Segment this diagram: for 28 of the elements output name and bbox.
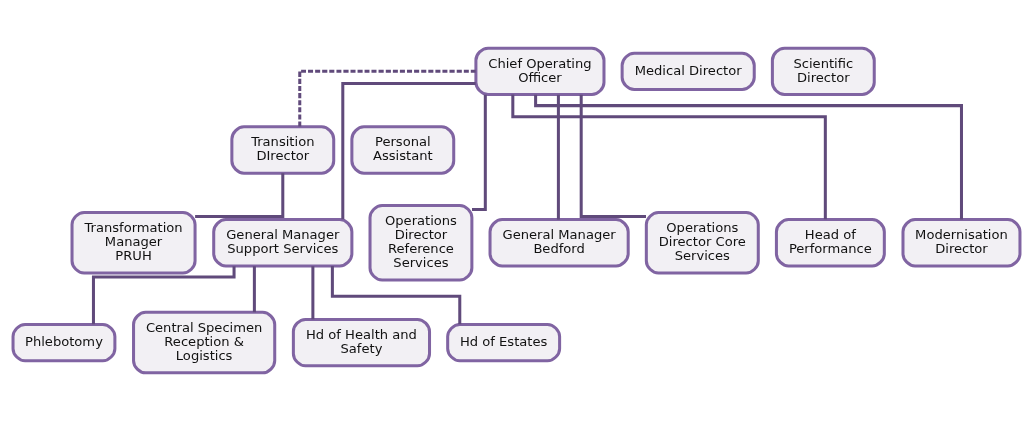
connector [310, 266, 314, 320]
connector [510, 94, 827, 220]
node-box: Phlebotomy [11, 322, 116, 363]
node-box: Hd of Health and Safety [291, 317, 431, 368]
node-box: Head of Performance [774, 218, 886, 268]
node-box: General Manager Bedford [488, 218, 630, 268]
node-box: Modernisation Director [900, 218, 1021, 268]
node-box: Scientific Director [770, 46, 876, 97]
node-box: General Manager Support Services [211, 218, 353, 268]
connector [340, 81, 476, 220]
connector [297, 69, 476, 127]
node-box: Medical Director [620, 51, 756, 91]
node-box: Chief Operating Officer [473, 46, 605, 97]
connector [556, 94, 560, 220]
connector [194, 173, 284, 219]
node-box: Transformation Manager PRUH [70, 211, 197, 275]
node-box: Operations Director Core Services [644, 211, 760, 275]
connector [579, 94, 646, 219]
node-box: Hd of Estates [445, 322, 561, 363]
connector [330, 266, 461, 325]
node-box: Operations Director Reference Services [368, 203, 473, 282]
connector [91, 266, 236, 325]
node-box: Personal Assistant [349, 125, 455, 175]
connector [252, 266, 256, 313]
connector [471, 94, 487, 211]
connector [533, 94, 963, 220]
node-box: Central Specimen Reception & Logistics [131, 310, 276, 375]
node-box: Transition DIrector [229, 125, 335, 175]
